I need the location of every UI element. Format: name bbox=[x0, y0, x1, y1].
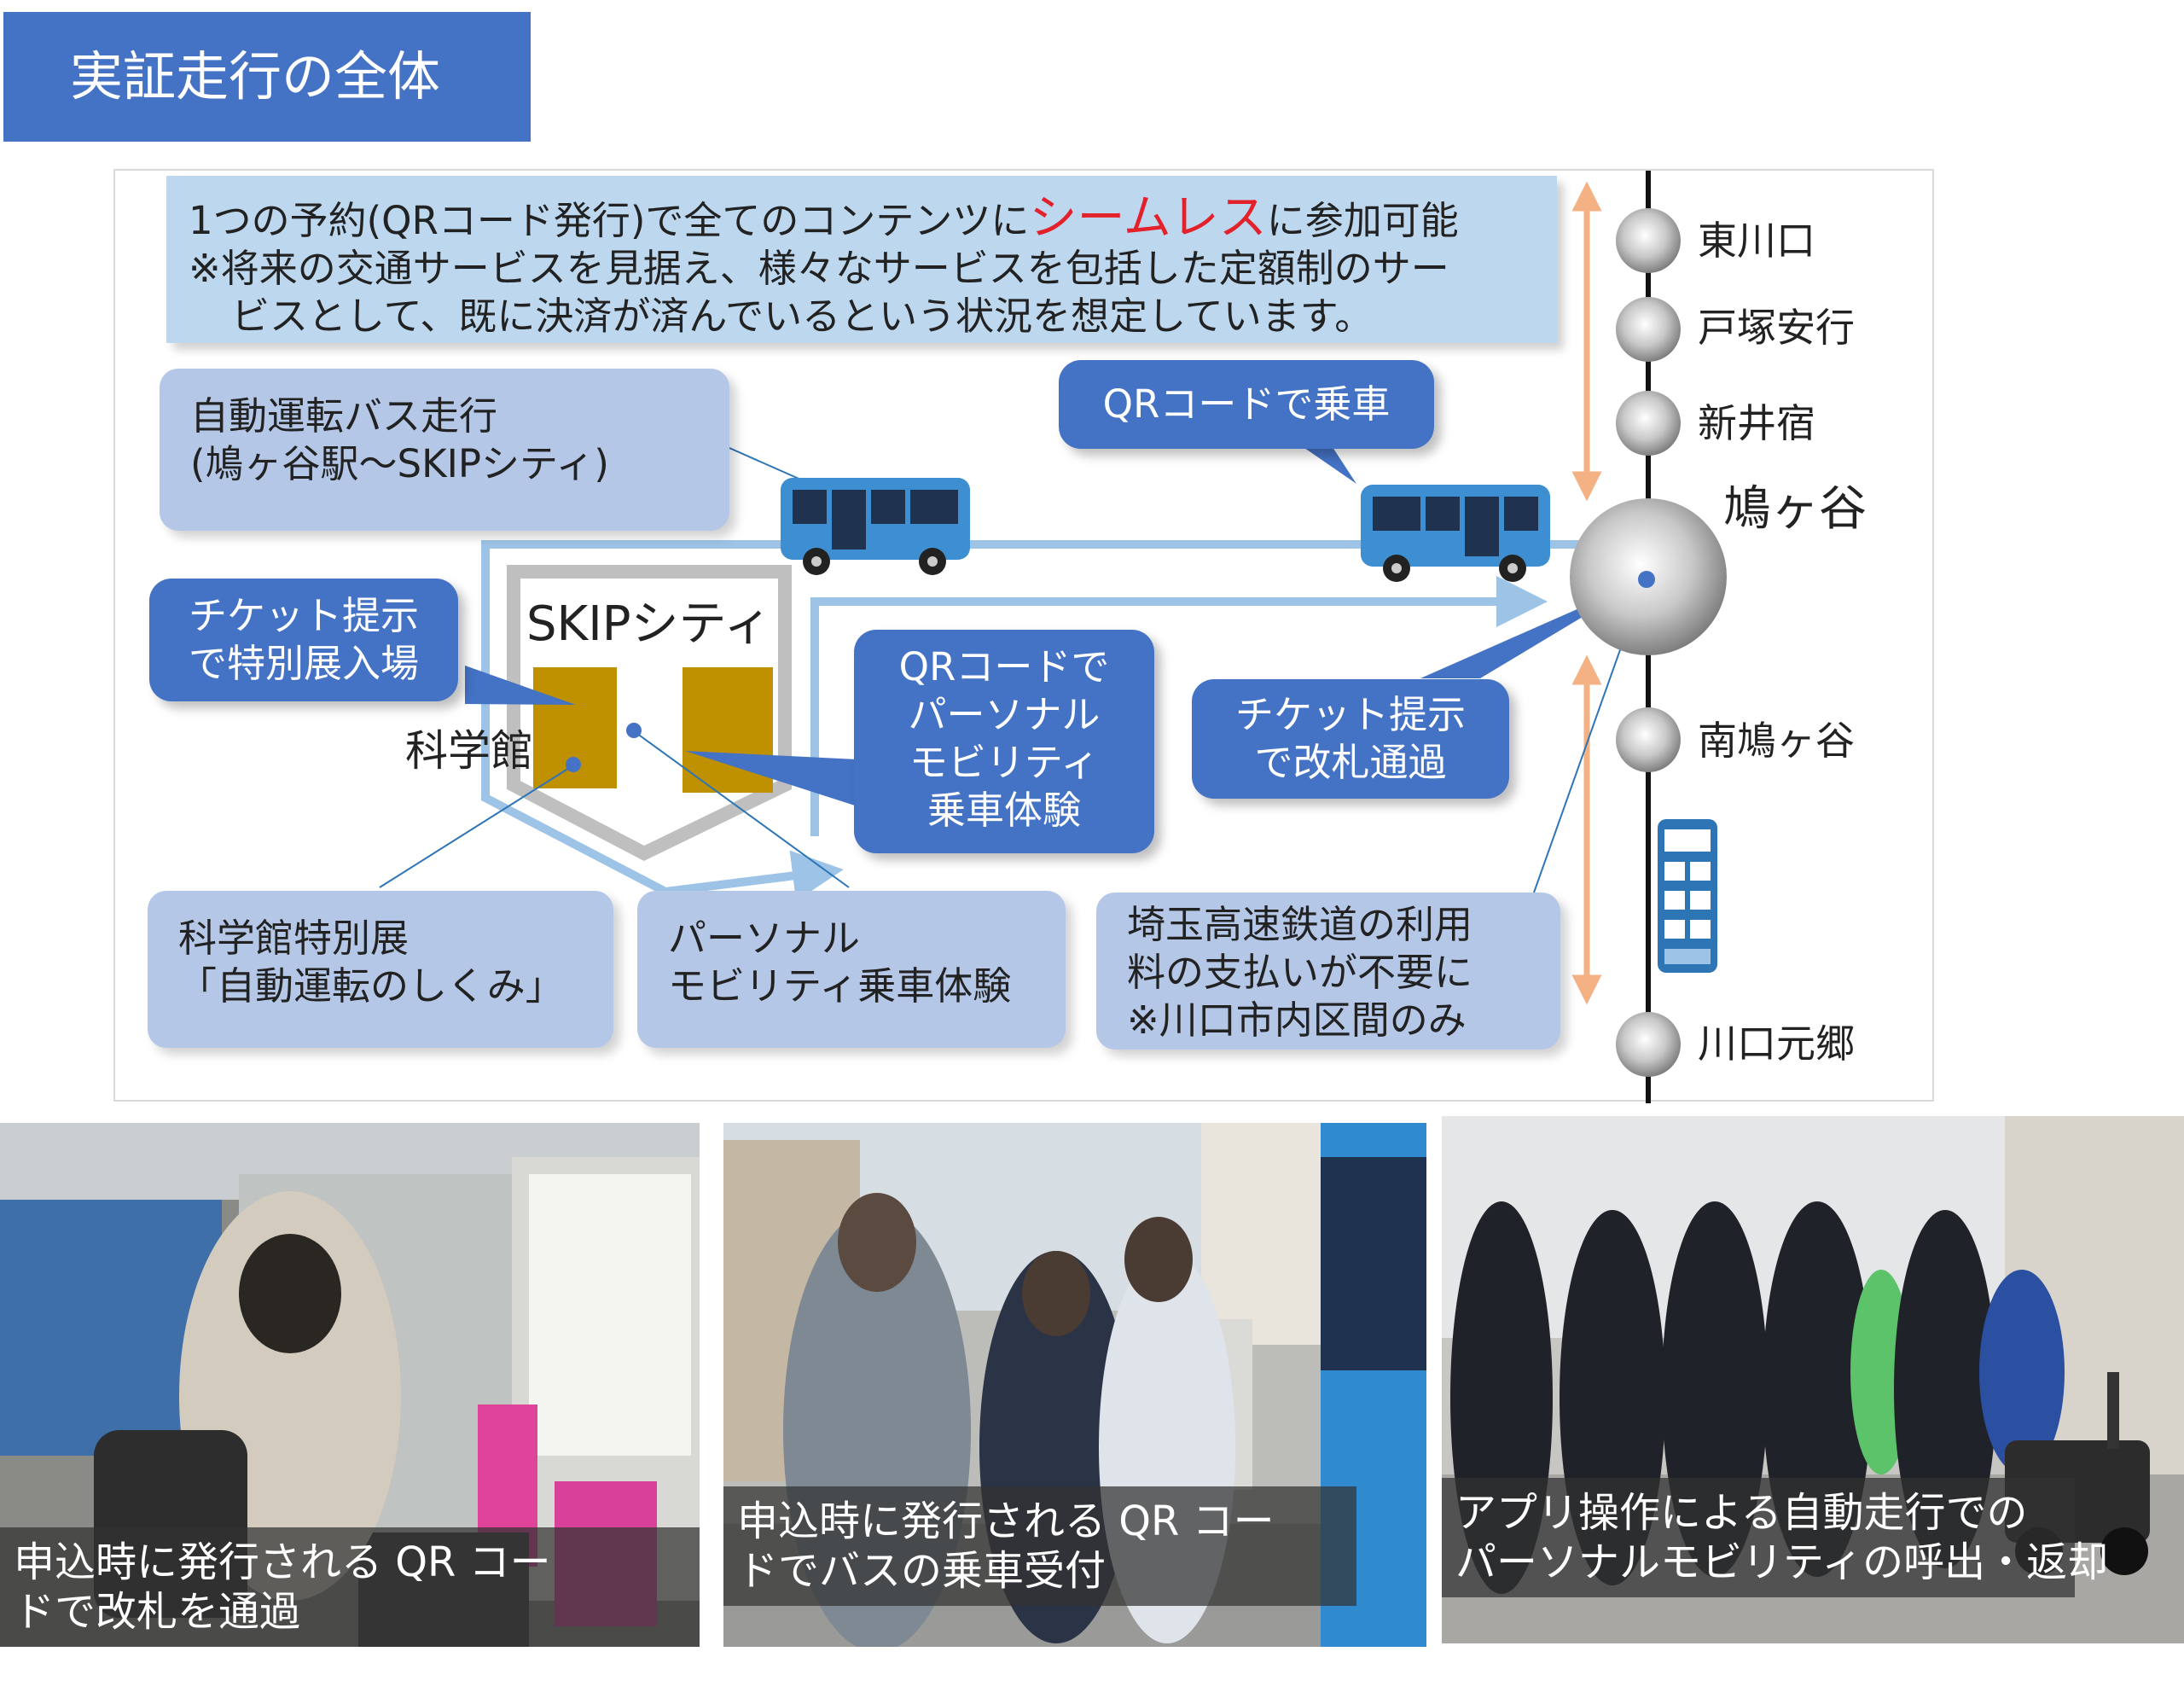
station-label-kawaguchimotogo: 川口元郷 bbox=[1698, 1021, 1855, 1067]
station-marker-3 bbox=[1616, 391, 1681, 456]
pointer-mobility bbox=[633, 730, 850, 888]
service-diagram: 1つの予約(QRコード発行)で全てのコンテンツにシームレスに参加可能 ※将来の交… bbox=[113, 169, 1934, 1103]
seamless-note: 1つの予約(QRコード発行)で全てのコンテンツにシームレスに参加可能 ※将来の交… bbox=[166, 176, 1557, 343]
skip-city-label: SKIPシティ bbox=[526, 596, 772, 652]
qr-mobility-tail bbox=[685, 751, 857, 806]
photo-ticket-gate-caption: 申込時に発行される QR コー ドで改札を通過 bbox=[0, 1527, 700, 1647]
photo-ticket-gate-line-2: ドで改札を通過 bbox=[14, 1588, 301, 1636]
photo-personal-mobility-caption: アプリ操作による自動走行での パーソナルモビリティの呼出・返却 bbox=[1442, 1478, 2109, 1597]
station-label-hatogaya: 鳩ヶ谷 bbox=[1723, 481, 1867, 537]
ticket-gate-callout: チケット提示 で改札通過 bbox=[1192, 679, 1509, 799]
station-marker-2 bbox=[1616, 297, 1681, 362]
note-line-1-end: に参加可能 bbox=[1266, 198, 1459, 243]
photo-ticket-gate: 申込時に発行される QR コー ドで改札を通過 bbox=[0, 1123, 700, 1647]
bus-box-line-1: 自動運転バス走行 bbox=[190, 393, 498, 439]
railway-box-line-3: ※川口市内区間のみ bbox=[1127, 997, 1467, 1043]
photo-personal-mobility-line-1: アプリ操作による自動走行での bbox=[1455, 1489, 2028, 1537]
photo-personal-mobility-line-2: パーソナルモビリティの呼出・返却 bbox=[1455, 1538, 2109, 1586]
skip-city-outline bbox=[507, 565, 792, 861]
qr-mobility-callout: QRコードで パーソナル モビリティ 乗車体験 bbox=[854, 630, 1154, 853]
science-museum-dot bbox=[566, 757, 581, 772]
science-exhibit-box: 科学館特別展 「自動運転のしくみ」 bbox=[148, 891, 613, 1048]
note-line-2: ※将来の交通サービスを見据え、様々なサービスを包括した定額制のサー bbox=[189, 246, 1449, 291]
note-line-1: 1つの予約(QRコード発行)で全てのコンテンツに bbox=[189, 198, 1030, 243]
station-marker-6 bbox=[1616, 1012, 1681, 1077]
photo-bus-boarding-caption: 申込時に発行される QR コー ドでバスの乗車受付 bbox=[723, 1486, 1356, 1606]
photo-bus-boarding-line-1: 申込時に発行される QR コー bbox=[737, 1498, 1275, 1545]
train-icon bbox=[1658, 819, 1717, 973]
railway-box-line-2: 料の支払いが不要に bbox=[1127, 950, 1473, 995]
photo-personal-mobility: アプリ操作による自動走行での パーソナルモビリティの呼出・返却 bbox=[1442, 1116, 2184, 1643]
station-marker-1 bbox=[1616, 208, 1681, 273]
ticket-exhibit-line-1: チケット提示 bbox=[188, 593, 419, 638]
bus-right bbox=[1361, 485, 1550, 582]
page-title: 実証走行の全体 bbox=[3, 12, 531, 142]
pointer-exhibit bbox=[379, 765, 574, 888]
qr-mobility-line-2: パーソナル bbox=[908, 692, 1101, 737]
autonomous-bus-box: 自動運転バス走行 (鳩ヶ谷駅～SKIPシティ) bbox=[160, 369, 729, 531]
seamless-highlight: シームレス bbox=[1029, 190, 1267, 246]
station-label-higashikawaguchi: 東川口 bbox=[1698, 218, 1815, 264]
qr-mobility-line-4: 乗車体験 bbox=[926, 788, 1081, 833]
ticket-gate-line-2: で改札通過 bbox=[1254, 740, 1447, 785]
qr-bus-callout: QRコードで乗車 bbox=[1059, 360, 1434, 449]
mobility-dot bbox=[626, 723, 642, 738]
exhibit-box-line-1: 科学館特別展 bbox=[178, 916, 410, 961]
bus-left bbox=[781, 478, 970, 575]
science-museum-label: 科学館 bbox=[405, 726, 533, 776]
note-line-3: ビスとして、既に決済が済んでいるという状況を想定しています。 bbox=[231, 294, 1374, 339]
exhibit-box-line-2: 「自動運転のしくみ」 bbox=[178, 963, 564, 1009]
mobility-box-line-1: パーソナル bbox=[668, 916, 861, 961]
station-center-dot bbox=[1638, 571, 1655, 588]
railway-fare-box: 埼玉高速鉄道の利用 料の支払いが不要に ※川口市内区間のみ bbox=[1096, 893, 1560, 1050]
railway-box-line-1: 埼玉高速鉄道の利用 bbox=[1127, 902, 1473, 947]
photo-ticket-gate-line-1: 申込時に発行される QR コー bbox=[14, 1538, 551, 1586]
ticket-gate-line-1: チケット提示 bbox=[1234, 692, 1466, 737]
ticket-exhibit-line-2: で特別展入場 bbox=[188, 641, 419, 686]
station-marker-5 bbox=[1616, 707, 1681, 772]
bus-box-line-2: (鳩ヶ谷駅～SKIPシティ) bbox=[190, 441, 609, 486]
personal-mobility-box: パーソナル モビリティ乗車体験 bbox=[637, 891, 1066, 1048]
station-label-araijuku: 新井宿 bbox=[1698, 400, 1815, 446]
station-label-totsukaangyo: 戸塚安行 bbox=[1698, 305, 1855, 351]
station-label-minamihatogaya: 南鳩ヶ谷 bbox=[1698, 718, 1855, 764]
photo-bus-boarding-line-2: ドでバスの乗車受付 bbox=[737, 1547, 1107, 1595]
ticket-exhibit-tail bbox=[465, 666, 576, 705]
mobility-box-line-2: モビリティ乗車体験 bbox=[668, 963, 1012, 1009]
qr-mobility-line-3: モビリティ bbox=[909, 740, 1100, 785]
photo-bus-boarding: 申込時に発行される QR コー ドでバスの乗車受付 bbox=[723, 1123, 1426, 1647]
qr-mobility-line-1: QRコードで bbox=[898, 644, 1110, 689]
ticket-exhibit-callout: チケット提示 で特別展入場 bbox=[149, 579, 458, 701]
